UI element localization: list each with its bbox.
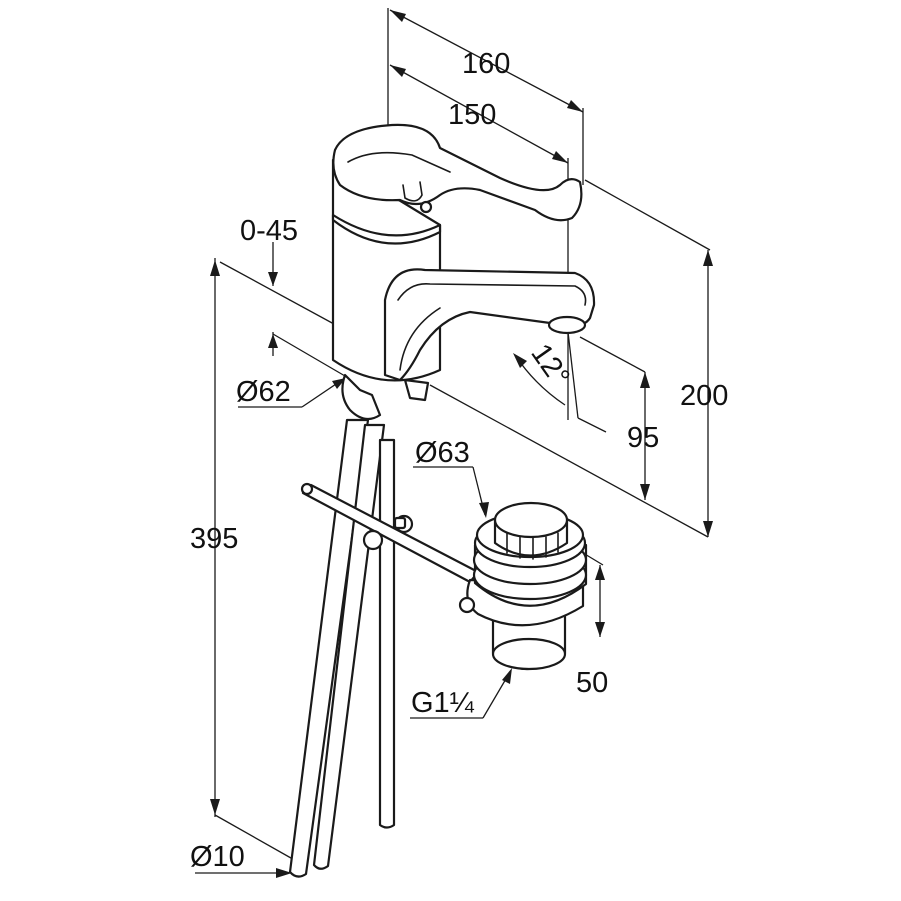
dim-label-diameter-10: Ø10: [190, 841, 245, 873]
dim-label-150: 150: [448, 99, 496, 131]
drain-waste-assembly: [458, 501, 588, 671]
dim-label-95: 95: [627, 422, 659, 454]
dim-label-50: 50: [576, 667, 608, 699]
dim-label-0-45: 0-45: [240, 215, 298, 247]
dimension-lines: [195, 8, 713, 878]
faucet-body: [331, 123, 596, 421]
dimension-labels: 160 150 0-45 200 95 12° Ø62 Ø63 395 50 G…: [190, 48, 728, 873]
dim-label-diameter-62: Ø62: [236, 376, 291, 408]
dim-label-diameter-63: Ø63: [415, 437, 470, 469]
dim-label-200: 200: [680, 380, 728, 412]
dim-label-395: 395: [190, 523, 238, 555]
dim-label-thread-g1-1-4: G1¼: [411, 687, 475, 719]
dim-label-160: 160: [462, 48, 510, 80]
